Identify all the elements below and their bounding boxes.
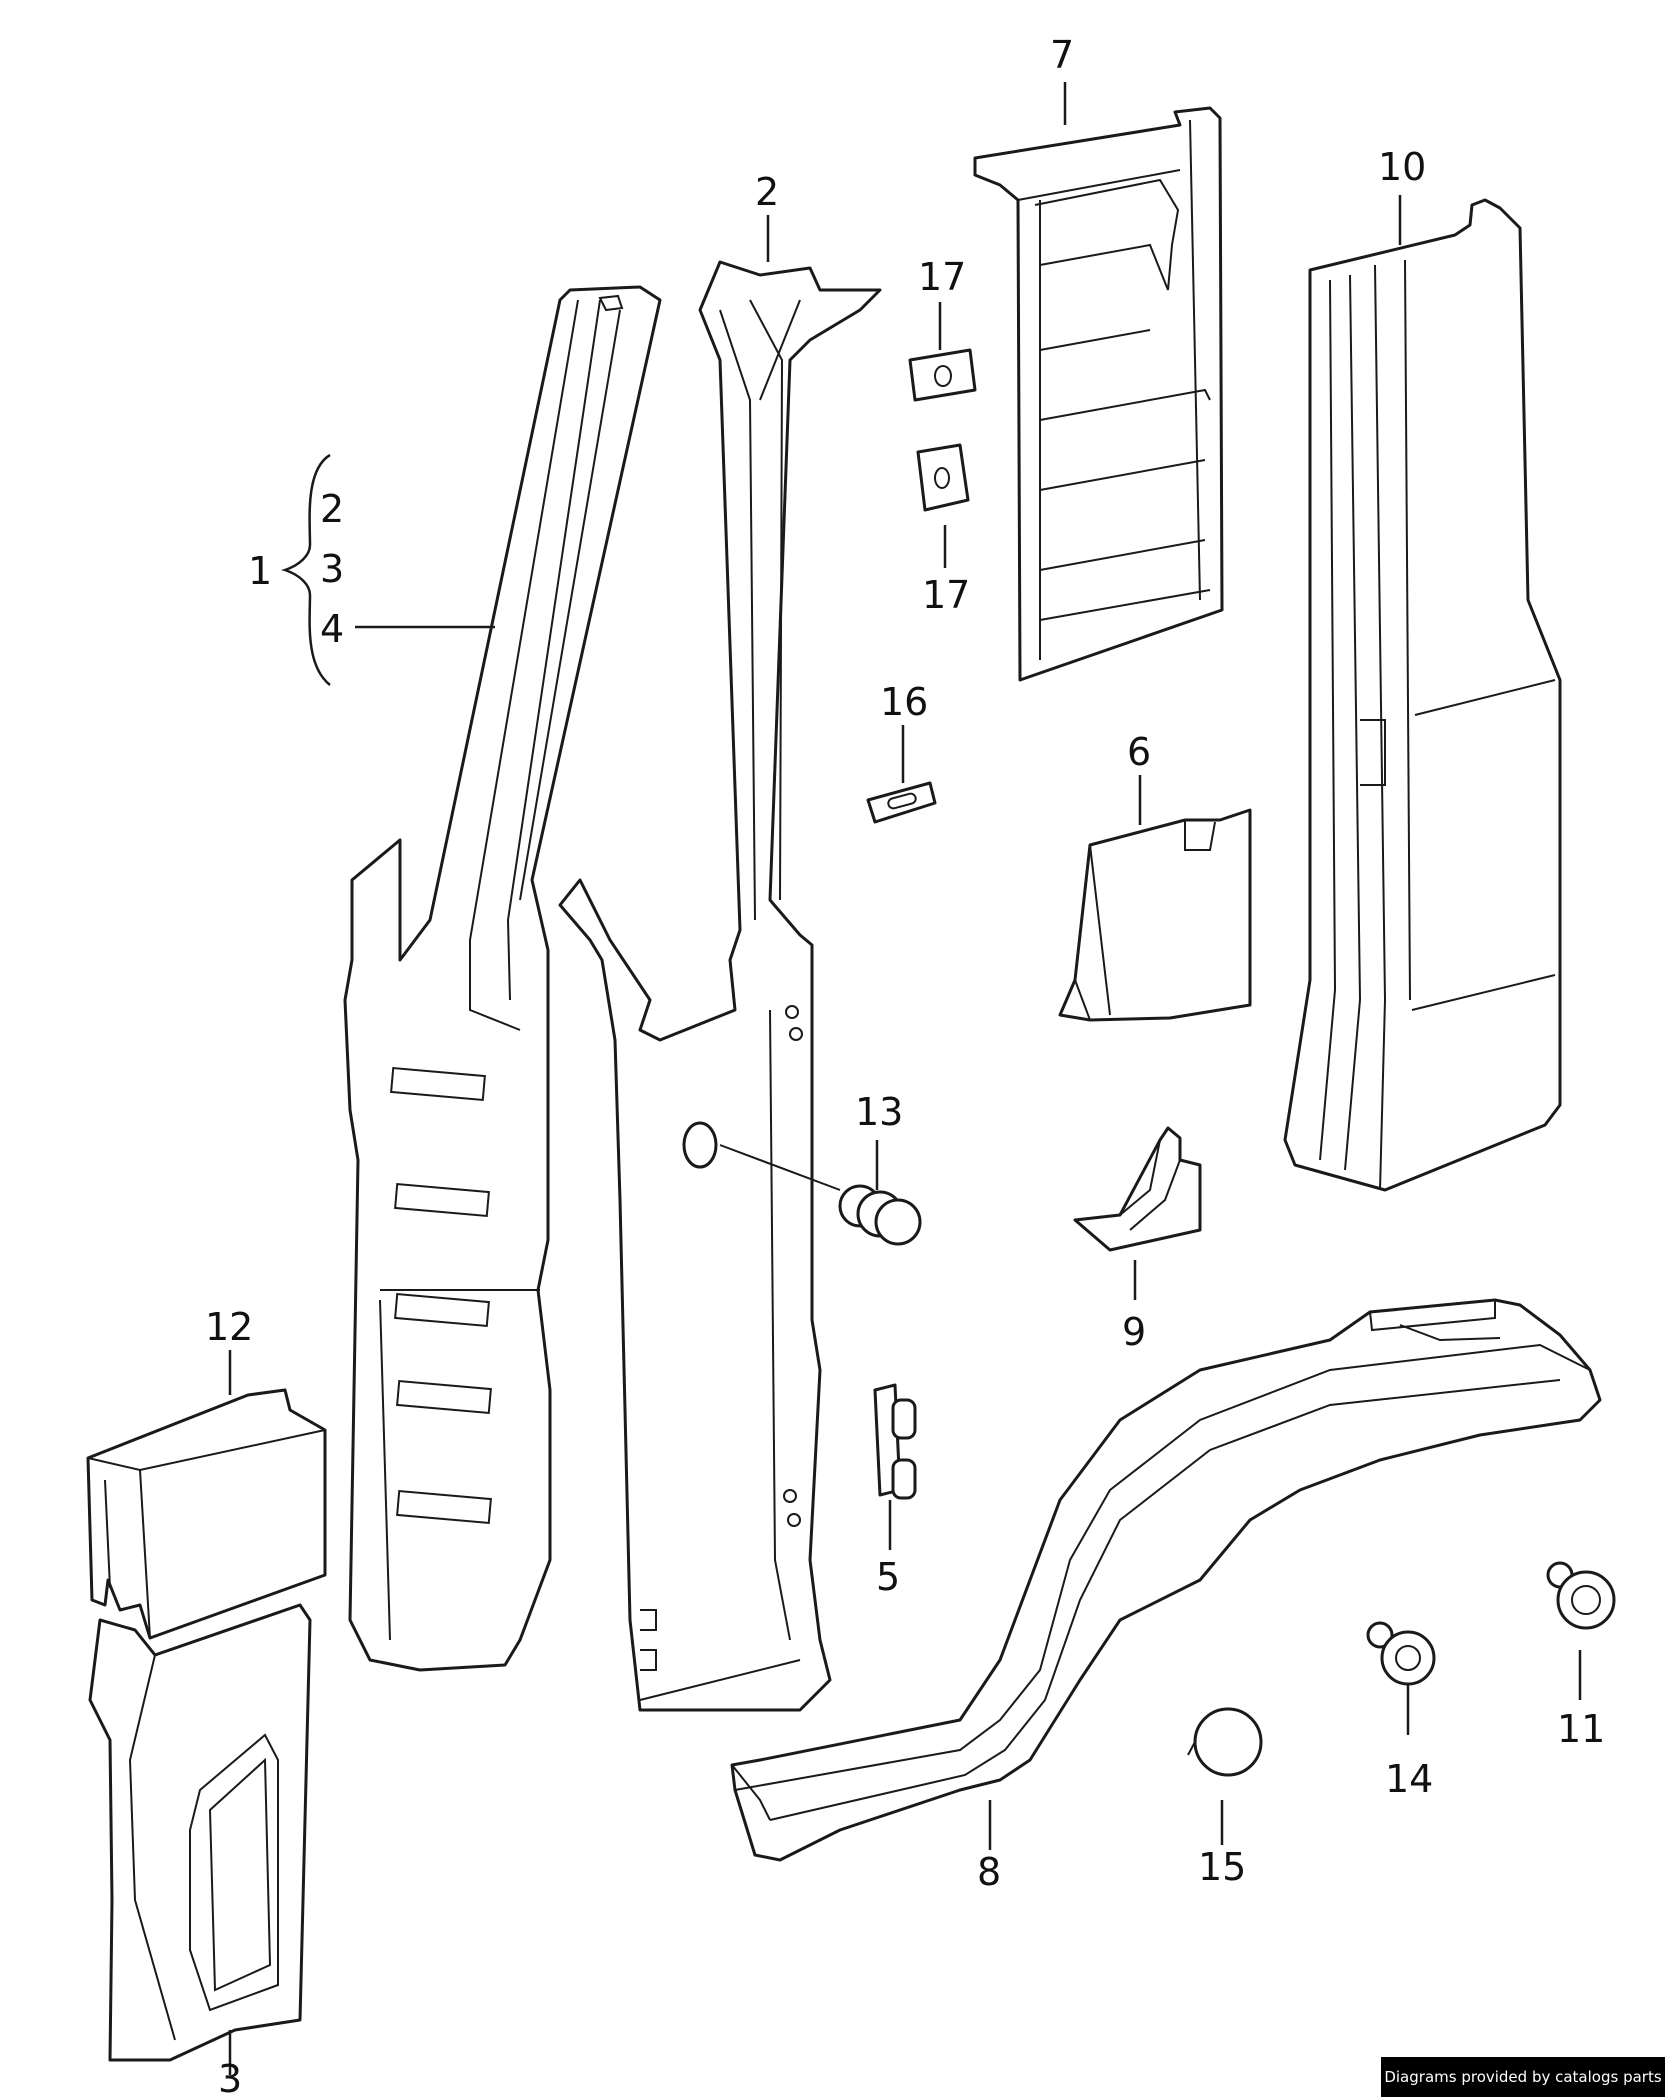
callout-9: 9 [1122, 1310, 1146, 1354]
part-9-corner [1073, 1126, 1202, 1252]
callout-6: 6 [1127, 730, 1151, 774]
callout-8: 8 [977, 1850, 1001, 1894]
credit-text: Diagrams provided by catalogs parts [1384, 2068, 1662, 2086]
part-2-inner-pillar [558, 260, 882, 1712]
part-11-bolt [1546, 1561, 1616, 1630]
callout-17-bottom: 17 [922, 573, 970, 617]
part-10-tall-panel [1283, 198, 1562, 1192]
diagram-credit: Diagrams provided by catalogs parts [1381, 2057, 1665, 2097]
group-item-3: 3 [320, 547, 344, 591]
part-15-cap [1187, 1707, 1263, 1777]
callout-11: 11 [1557, 1707, 1605, 1751]
callout-5: 5 [876, 1555, 900, 1599]
callouts: 7 2 10 17 17 16 6 13 9 12 5 11 14 8 15 3… [205, 33, 1605, 2097]
part-12-box [86, 1388, 327, 1640]
part-14-bolt [1366, 1621, 1436, 1686]
part-7-upper-panel [973, 106, 1224, 682]
group-item-4: 4 [320, 607, 344, 651]
part-17-bottom-bracket [916, 443, 970, 512]
callout-2: 2 [755, 170, 779, 214]
callout-1: 1 [248, 549, 272, 593]
part-5-fastener [873, 1383, 917, 1500]
callout-15: 15 [1198, 1845, 1246, 1889]
callout-7: 7 [1050, 33, 1074, 77]
leader-lines [228, 82, 1582, 2075]
callout-14: 14 [1385, 1757, 1433, 1801]
part-13-grommet [682, 1121, 922, 1246]
part-17-top-bracket [908, 348, 977, 402]
callout-13: 13 [855, 1090, 903, 1134]
callout-17-top: 17 [918, 255, 966, 299]
callout-10: 10 [1378, 145, 1426, 189]
callout-12: 12 [205, 1305, 253, 1349]
part-8-wheel-arch [730, 1298, 1602, 1862]
group-item-2: 2 [320, 487, 344, 531]
part-4-pillar [343, 285, 662, 1672]
part-16-clip [866, 781, 937, 824]
callout-16: 16 [880, 680, 928, 724]
callout-3: 3 [218, 2057, 242, 2097]
part-3-lower-panel [88, 1603, 312, 2062]
part-6-panel [1058, 808, 1252, 1022]
